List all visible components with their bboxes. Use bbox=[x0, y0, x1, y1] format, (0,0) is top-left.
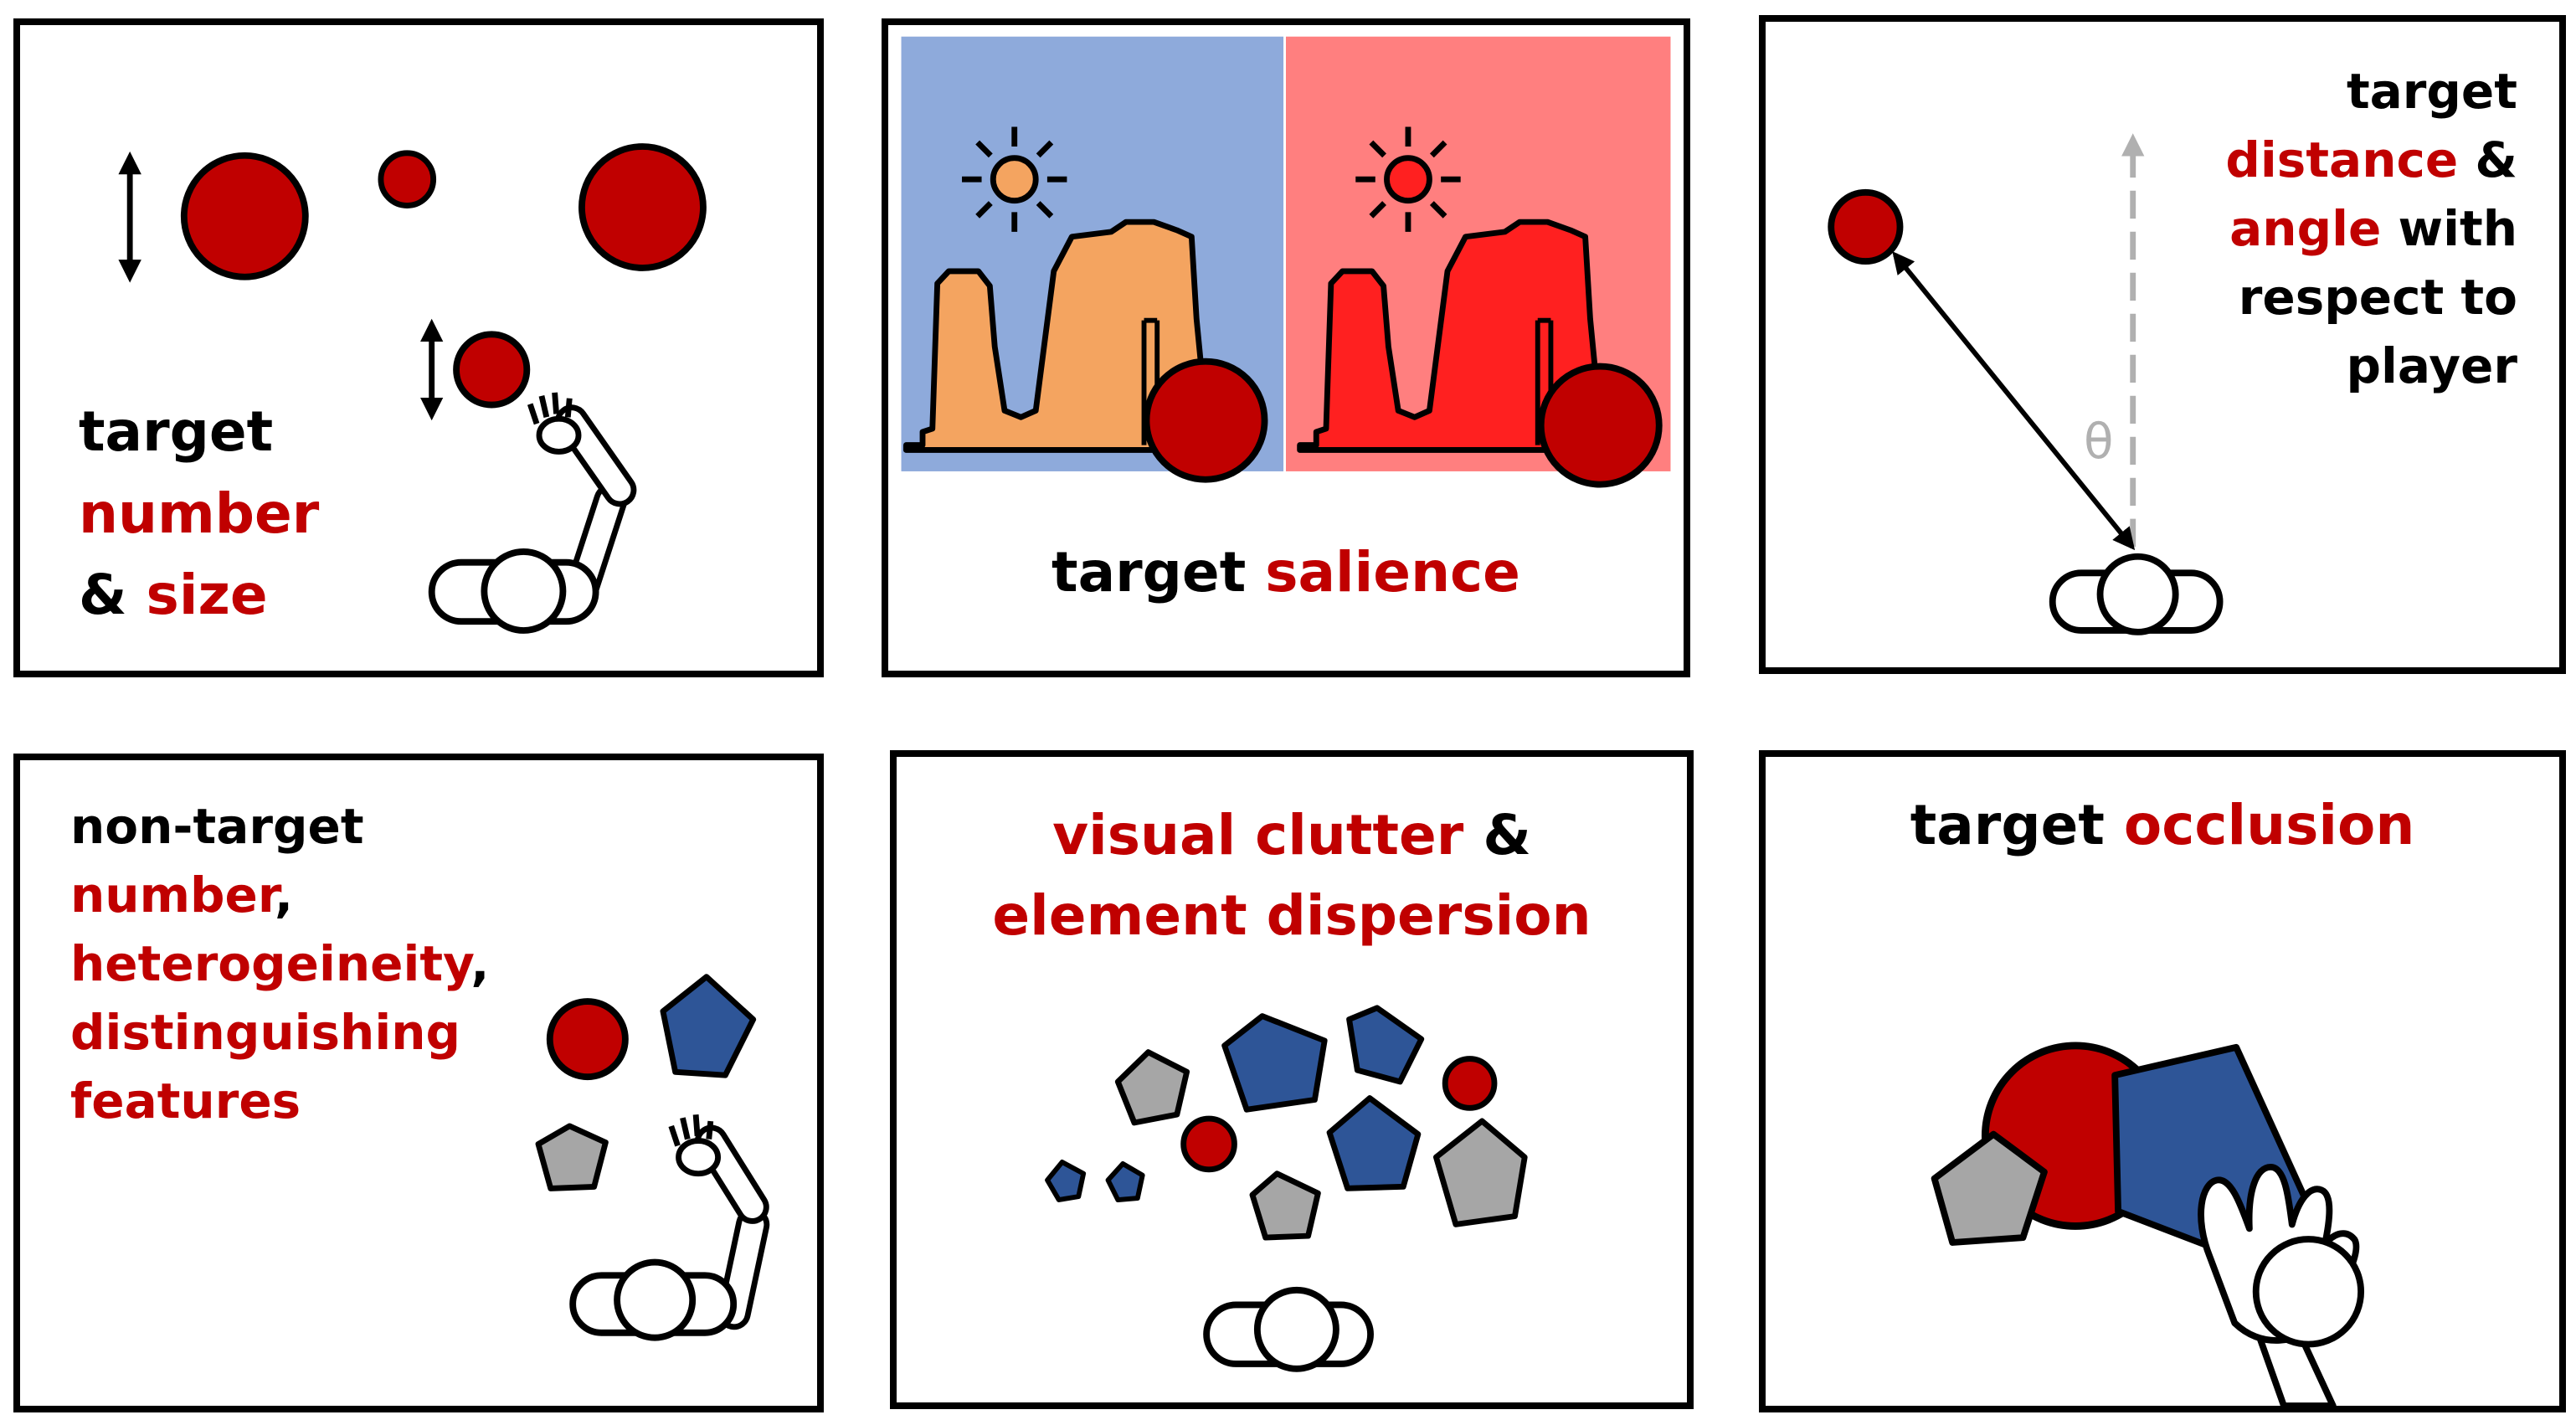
target-circle bbox=[1180, 1115, 1237, 1173]
player-hand-icon bbox=[2198, 1163, 2365, 1406]
player-icon bbox=[1203, 1286, 1374, 1372]
target-circle-small bbox=[378, 150, 437, 208]
panel-target-occlusion: target occlusion bbox=[1759, 750, 2566, 1412]
label-and-size: & size bbox=[79, 563, 268, 627]
panel-target-distance-angle: θ target distance & angle with respect t… bbox=[1759, 15, 2566, 674]
label-nontarget-list: non-target number, heterogeineity, disti… bbox=[70, 798, 490, 1129]
nontarget-pentagon-blue bbox=[1221, 1013, 1328, 1113]
target-circle bbox=[1537, 363, 1663, 488]
target-circle bbox=[1143, 358, 1268, 483]
nontarget-pentagon-gray bbox=[1432, 1118, 1528, 1227]
distance-arrow bbox=[1892, 251, 2136, 551]
nontarget-pentagon-blue bbox=[660, 974, 757, 1078]
nontarget-pentagon-blue bbox=[1326, 1095, 1422, 1191]
nontarget-pentagon-blue bbox=[1105, 1160, 1145, 1202]
player-icon bbox=[2049, 553, 2224, 635]
nontarget-pentagon-blue bbox=[1346, 1005, 1425, 1085]
nontarget-illustration bbox=[535, 974, 770, 1341]
nontarget-pentagon-blue bbox=[1045, 1160, 1087, 1202]
panel-visual-clutter: visual clutter & element dispersion bbox=[890, 750, 1694, 1409]
sun-icon bbox=[962, 126, 1067, 232]
nontarget-pentagon-gray bbox=[1114, 1049, 1190, 1126]
salience-illustration bbox=[901, 36, 1671, 488]
occlusion-illustration bbox=[1931, 1042, 2365, 1406]
target-circle bbox=[1442, 1056, 1498, 1111]
distance-angle-illustration bbox=[1828, 133, 2224, 635]
number-size-illustration bbox=[118, 143, 707, 634]
label-number: number bbox=[79, 481, 320, 546]
target-circle-large bbox=[180, 152, 309, 280]
nontarget-pentagon-gray bbox=[1931, 1130, 2048, 1246]
label-distance-angle: target distance & angle with respect to … bbox=[2225, 63, 2517, 394]
nontarget-pentagon-gray bbox=[535, 1123, 609, 1191]
target-circle bbox=[1828, 188, 1904, 265]
player-icon bbox=[428, 548, 599, 634]
theta-symbol: θ bbox=[2084, 413, 2114, 470]
player-icon bbox=[569, 1258, 738, 1341]
label-target-salience: target salience bbox=[1051, 540, 1520, 605]
label-target: target bbox=[79, 399, 274, 464]
panel-nontarget-features: non-target number, heterogeineity, disti… bbox=[13, 754, 824, 1412]
label-target-occlusion: target occlusion bbox=[1910, 793, 2415, 857]
target-circle-medium bbox=[453, 331, 531, 409]
target-circle-large bbox=[578, 143, 707, 271]
panel-target-salience: target salience bbox=[882, 18, 1690, 677]
sun-icon bbox=[1355, 126, 1461, 232]
target-circle bbox=[546, 998, 629, 1081]
panel-target-number-size: target number & size bbox=[13, 18, 824, 677]
nontarget-pentagon-gray bbox=[1249, 1170, 1321, 1241]
clutter-illustration bbox=[1045, 1005, 1528, 1372]
label-visual-clutter: visual clutter & element dispersion bbox=[992, 803, 1591, 948]
